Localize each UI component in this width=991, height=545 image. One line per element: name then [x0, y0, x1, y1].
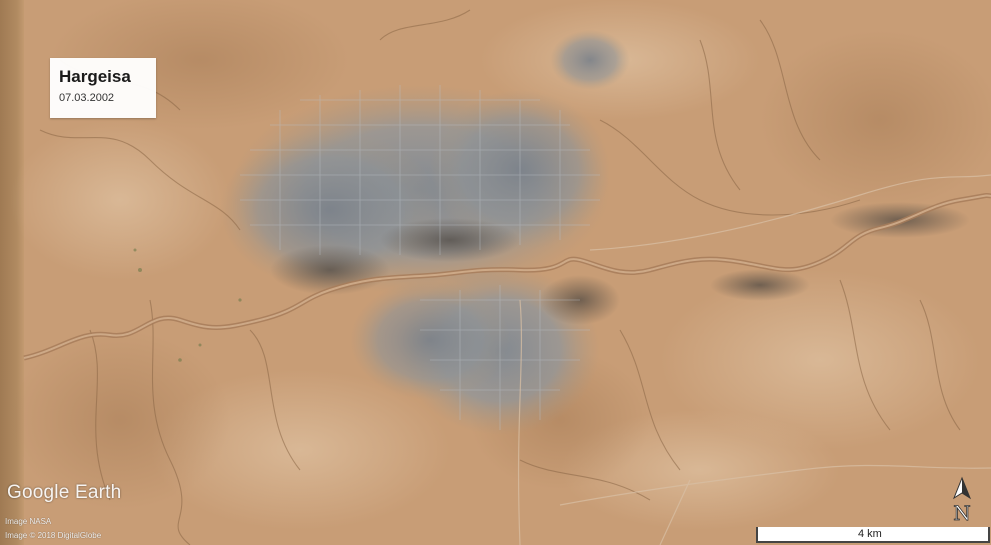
- scale-label: 4 km: [858, 528, 882, 540]
- location-name: Hargeisa: [59, 67, 131, 86]
- imagery-date: 07.03.2002: [59, 92, 115, 104]
- image-credit-digitalglobe: Image © 2018 DigitalGlobe: [5, 531, 102, 540]
- scale-bar: 4 km: [756, 527, 990, 543]
- location-card: Hargeisa 07.03.2002: [50, 58, 156, 118]
- compass-letter: N: [953, 501, 971, 522]
- image-credit-nasa: Image NASA: [5, 517, 52, 526]
- google-earth-logo: Google Earth: [7, 482, 122, 503]
- north-arrow-icon: N: [950, 476, 974, 525]
